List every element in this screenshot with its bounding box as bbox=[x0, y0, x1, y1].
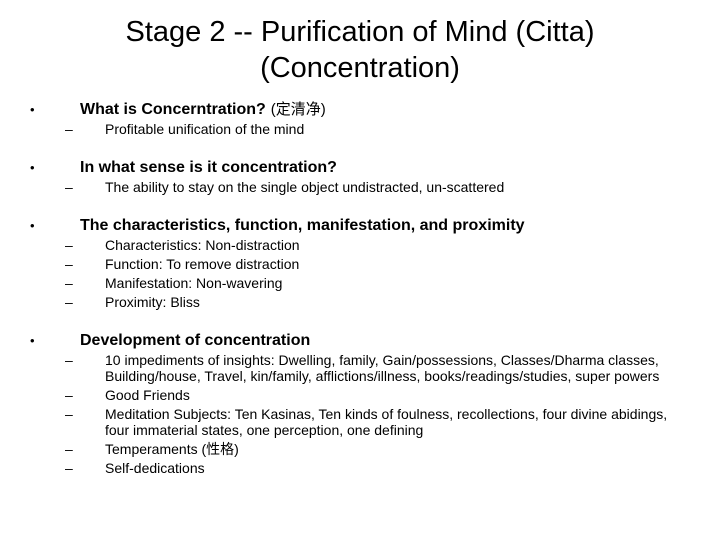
bullet-section-development: • Development of concentration – 10 impe… bbox=[0, 331, 720, 476]
dash-icon: – bbox=[65, 121, 73, 137]
sub-item-text: Good Friends bbox=[105, 387, 190, 403]
dash-icon: – bbox=[65, 237, 73, 253]
sub-item-text: Meditation Subjects: Ten Kasinas, Ten ki… bbox=[105, 406, 668, 438]
dash-icon: – bbox=[65, 387, 73, 403]
dash-icon: – bbox=[65, 406, 73, 422]
heading-text: The characteristics, function, manifesta… bbox=[80, 217, 525, 234]
bullet-heading: • What is Concerntration?(定清净) bbox=[0, 100, 720, 120]
bullet-icon: • bbox=[30, 102, 35, 117]
sub-item-text: The ability to stay on the single object… bbox=[105, 179, 505, 195]
bullet-icon: • bbox=[30, 333, 35, 348]
dash-icon: – bbox=[65, 294, 73, 310]
dash-icon: – bbox=[65, 275, 73, 291]
dash-icon: – bbox=[65, 256, 73, 272]
sub-bullet-item: – Characteristics: Non-distraction bbox=[0, 237, 720, 253]
sub-bullet-item: – Good Friends bbox=[0, 387, 720, 403]
sub-bullet-item: – Profitable unification of the mind bbox=[0, 121, 720, 137]
sub-bullet-item: – The ability to stay on the single obje… bbox=[0, 179, 720, 195]
bullet-section-what-is-concentration: • What is Concerntration?(定清净) – Profita… bbox=[0, 100, 720, 137]
heading-text: In what sense is it concentration? bbox=[80, 159, 337, 176]
dash-icon: – bbox=[65, 352, 73, 368]
sub-bullet-item: – Temperaments (性格) bbox=[0, 441, 720, 457]
sub-item-text: Characteristics: Non-distraction bbox=[105, 237, 300, 253]
bullet-section-in-what-sense: • In what sense is it concentration? – T… bbox=[0, 158, 720, 195]
sub-item-text: Function: To remove distraction bbox=[105, 256, 300, 272]
dash-icon: – bbox=[65, 441, 73, 457]
bullet-icon: • bbox=[30, 160, 35, 175]
sub-bullet-item: – Manifestation: Non-wavering bbox=[0, 275, 720, 291]
heading-text: What is Concerntration? bbox=[80, 101, 266, 118]
heading-suffix-cjk: (定清净) bbox=[270, 101, 326, 118]
bullet-section-characteristics: • The characteristics, function, manifes… bbox=[0, 216, 720, 310]
sub-item-text: Proximity: Bliss bbox=[105, 294, 200, 310]
bullet-heading: • The characteristics, function, manifes… bbox=[0, 216, 720, 236]
slide-title-line2: (Concentration) bbox=[260, 52, 460, 84]
dash-icon: – bbox=[65, 179, 73, 195]
sub-item-text: Temperaments (性格) bbox=[105, 441, 239, 457]
bullet-heading: • In what sense is it concentration? bbox=[0, 158, 720, 178]
bullet-icon: • bbox=[30, 218, 35, 233]
slide-title-line1: Stage 2 -- Purification of Mind (Citta) bbox=[125, 16, 595, 48]
sub-item-text: Self-dedications bbox=[105, 460, 205, 476]
sub-bullet-item: – 10 impediments of insights: Dwelling, … bbox=[0, 352, 720, 384]
heading-text: Development of concentration bbox=[80, 332, 311, 349]
slide-body: • What is Concerntration?(定清净) – Profita… bbox=[0, 100, 720, 479]
sub-bullet-item: – Function: To remove distraction bbox=[0, 256, 720, 272]
bullet-heading: • Development of concentration bbox=[0, 331, 720, 351]
sub-item-text: Profitable unification of the mind bbox=[105, 121, 305, 137]
slide-title: Stage 2 -- Purification of Mind (Citta) … bbox=[0, 14, 720, 86]
sub-item-text: 10 impediments of insights: Dwelling, fa… bbox=[105, 352, 660, 384]
sub-item-text: Manifestation: Non-wavering bbox=[105, 275, 283, 291]
sub-bullet-item: – Proximity: Bliss bbox=[0, 294, 720, 310]
sub-bullet-item: – Meditation Subjects: Ten Kasinas, Ten … bbox=[0, 406, 720, 438]
sub-bullet-item: – Self-dedications bbox=[0, 460, 720, 476]
dash-icon: – bbox=[65, 460, 73, 476]
